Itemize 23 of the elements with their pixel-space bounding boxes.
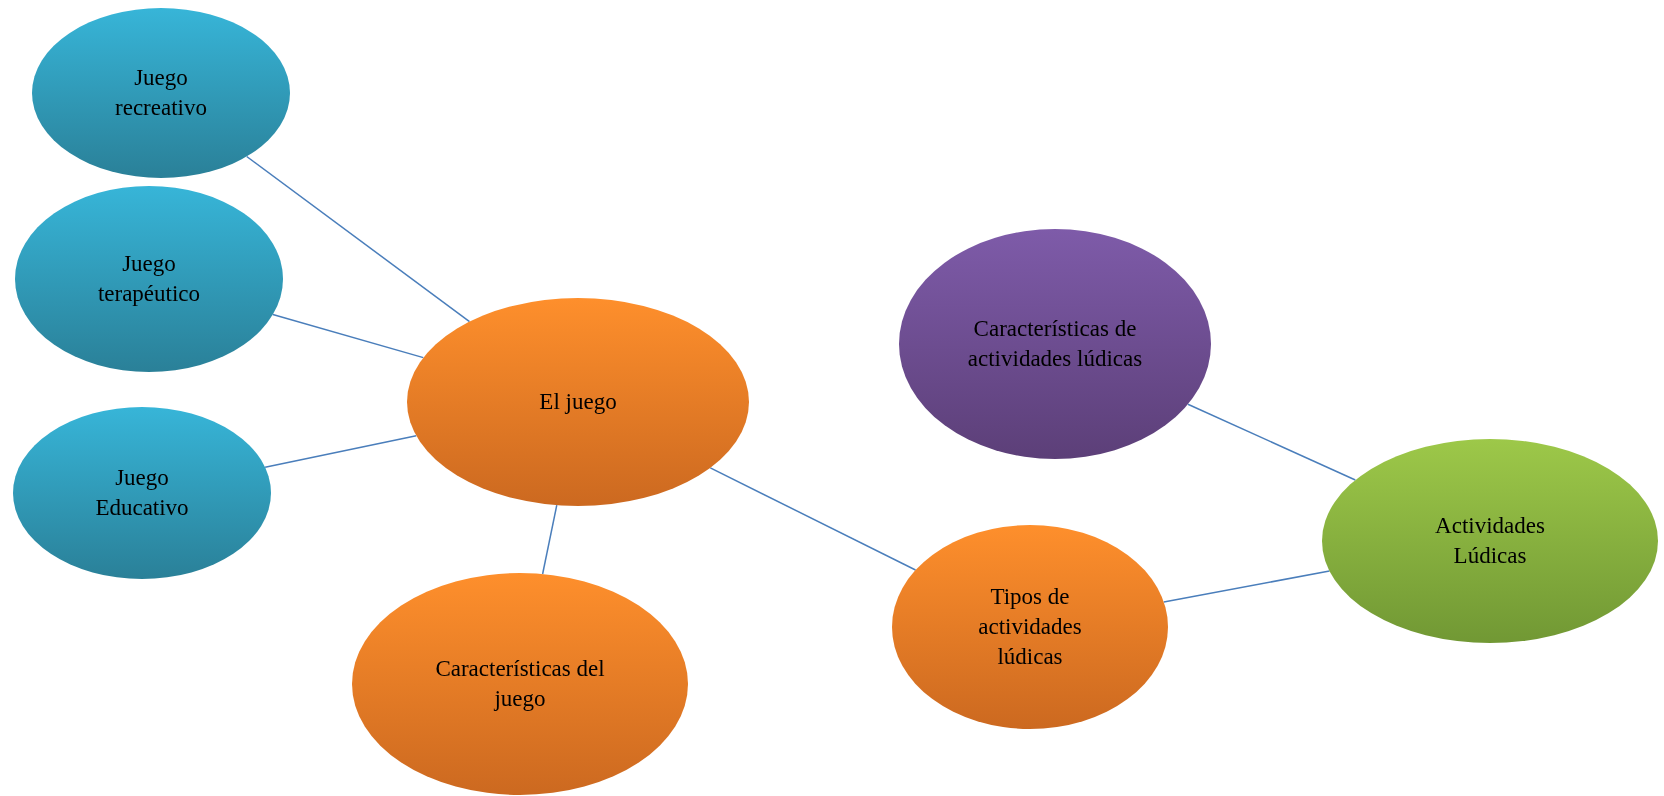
ellipse-node	[1322, 439, 1658, 643]
ellipse-node	[892, 525, 1168, 729]
connector-line	[264, 435, 417, 469]
connector-line	[1163, 570, 1331, 603]
node-label: Juego Educativo	[94, 464, 190, 522]
ellipse-node	[15, 186, 283, 372]
node-label: Tipos de actividades lúdicas	[977, 583, 1083, 671]
ellipse-node	[352, 573, 688, 795]
node-label: Características del juego	[434, 655, 606, 713]
ellipse-node	[32, 8, 290, 178]
connector-line	[272, 313, 425, 359]
connector-line	[245, 155, 471, 323]
node-label: El juego	[539, 388, 617, 417]
ellipse-node	[899, 229, 1211, 459]
node-label: Actividades Lúdicas	[1434, 512, 1546, 570]
node-label: Características de actividades lúdicas	[966, 315, 1144, 373]
ellipse-node	[13, 407, 271, 579]
connector-line	[541, 504, 558, 575]
node-label: Juego terapéutico	[96, 250, 202, 308]
connector-line	[1187, 403, 1357, 481]
ellipse-node	[407, 298, 749, 506]
connector-line	[709, 467, 917, 571]
node-label: Juego recreativo	[114, 64, 208, 122]
